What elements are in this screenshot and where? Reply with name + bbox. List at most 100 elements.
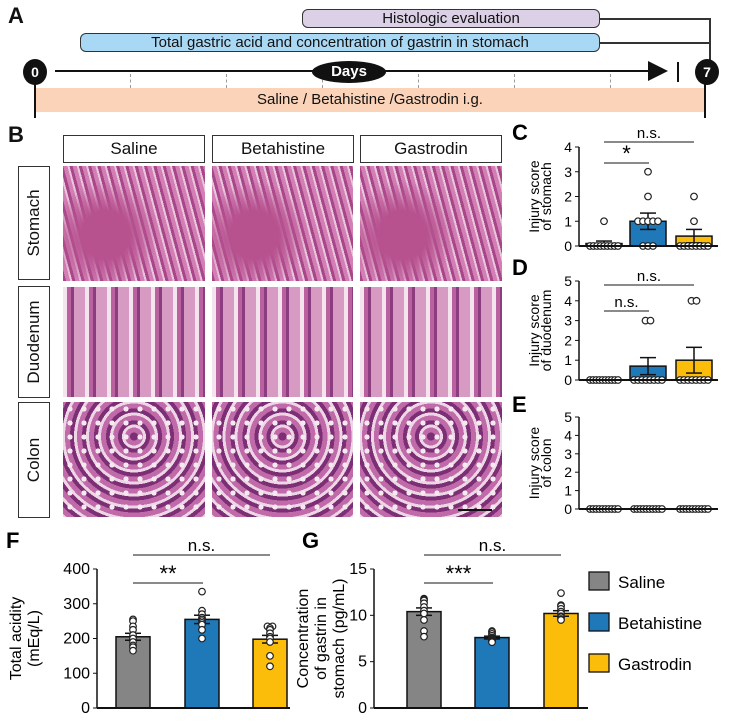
y-tick-label: 2 (564, 189, 572, 205)
histology-stomach-saline (63, 166, 205, 281)
histology-duodenum-saline (63, 287, 205, 397)
histology-duodenum-gastrodin (360, 287, 502, 397)
legend-swatch-saline (588, 571, 610, 591)
day0-tick (34, 62, 36, 118)
column-header-saline: Saline (63, 135, 205, 163)
y-tick-label: 100 (63, 665, 90, 682)
data-point (644, 192, 652, 201)
histology-colon-gastrodin (360, 402, 502, 517)
histology-stomach-betahistine (212, 166, 353, 281)
y-tick-label: 1 (564, 213, 572, 229)
column-header-gastrodin: Gastrodin (360, 135, 502, 163)
y-tick-label: 3 (564, 313, 572, 329)
y-tick-label: 5 (358, 654, 367, 671)
row-label-colon: Colon (18, 402, 50, 518)
y-tick-label: 0 (564, 501, 572, 517)
y-axis-label: of colon (538, 438, 554, 487)
y-tick-label: 400 (63, 561, 90, 578)
y-tick-label: 200 (63, 631, 90, 648)
y-axis-label: (mEq/L) (26, 610, 43, 667)
data-point (692, 296, 701, 305)
days-label: Days (312, 61, 386, 83)
row-label-duodenum: Duodenum (18, 286, 50, 398)
y-tick-label: 1 (564, 483, 572, 499)
data-point (266, 662, 274, 671)
significance-label: *** (446, 561, 472, 586)
panel-label: C (512, 120, 528, 145)
scale-bar (458, 509, 492, 511)
day-start-marker: 0 (23, 59, 47, 85)
legend-swatch-betahistine (588, 612, 610, 632)
break-mark (677, 62, 679, 82)
day-dash (226, 74, 227, 88)
y-tick-label: 4 (564, 139, 572, 155)
histology-duodenum-betahistine (212, 287, 353, 397)
y-axis-label: Injury score (526, 294, 542, 367)
panel-a-label: A (8, 3, 24, 28)
connector-line (709, 18, 711, 70)
data-point (690, 217, 698, 226)
data-point (557, 616, 565, 624)
bar-gastrodin (543, 612, 579, 709)
y-tick-label: 5 (564, 273, 572, 289)
data-point (420, 632, 428, 641)
histology-colon-saline (63, 402, 205, 517)
connector-line (600, 42, 710, 44)
y-axis-label: of gastrin in (313, 597, 330, 680)
data-point (266, 638, 274, 646)
data-point (198, 587, 206, 596)
day-dash (322, 74, 323, 88)
histology-stomach-gastrodin (360, 166, 502, 281)
significance-label: ** (159, 561, 177, 586)
treatment-bar: Saline / Betahistine /Gastrodin i.g. (35, 88, 705, 112)
connector-line (600, 18, 710, 20)
y-axis-label: of duodenum (538, 290, 554, 372)
significance-label: n.s. (637, 125, 661, 142)
y-tick-label: 15 (349, 561, 367, 578)
data-point (420, 616, 428, 624)
data-point (420, 609, 428, 618)
y-tick-label: 4 (564, 427, 572, 443)
data-point (644, 167, 652, 176)
bar-gastrodin (252, 638, 288, 709)
panel-label: E (512, 392, 527, 417)
data-point (654, 217, 662, 226)
panel-label: G (302, 528, 319, 553)
legend-label: Saline (618, 573, 665, 592)
day-dash (610, 74, 611, 88)
y-axis-label: Concentration (295, 589, 312, 689)
y-axis-label: of stomach (538, 162, 554, 230)
row-label-stomach: Stomach (18, 166, 50, 280)
data-point (488, 638, 496, 647)
bar-betahistine (474, 636, 510, 709)
day7-tick (704, 62, 706, 118)
significance-label: n.s. (637, 268, 661, 285)
y-axis-label: Total acidity (8, 597, 25, 681)
significance-label: n.s. (188, 536, 215, 555)
legend-label: Betahistine (618, 614, 702, 633)
bar-saline (406, 610, 442, 709)
y-tick-label: 300 (63, 596, 90, 613)
column-header-betahistine: Betahistine (212, 135, 354, 163)
y-tick-label: 5 (564, 409, 572, 425)
day-dash (130, 74, 131, 88)
day-dash (418, 74, 419, 88)
significance-label: n.s. (614, 294, 638, 311)
histology-colon-betahistine (212, 402, 353, 517)
day-end-marker: 7 (695, 59, 719, 85)
y-tick-label: 2 (564, 464, 572, 480)
y-tick-label: 2 (564, 332, 572, 348)
panel-label: D (512, 255, 528, 280)
y-tick-label: 0 (564, 372, 572, 388)
legend-label: Gastrodin (618, 655, 692, 674)
y-tick-label: 4 (564, 293, 572, 309)
y-tick-label: 0 (358, 700, 367, 717)
legend-swatch-gastrodin (588, 653, 610, 673)
data-point (129, 646, 137, 655)
y-tick-label: 1 (564, 352, 572, 368)
y-tick-label: 3 (564, 164, 572, 180)
panel-label: F (6, 528, 19, 553)
day-dash (514, 74, 515, 88)
